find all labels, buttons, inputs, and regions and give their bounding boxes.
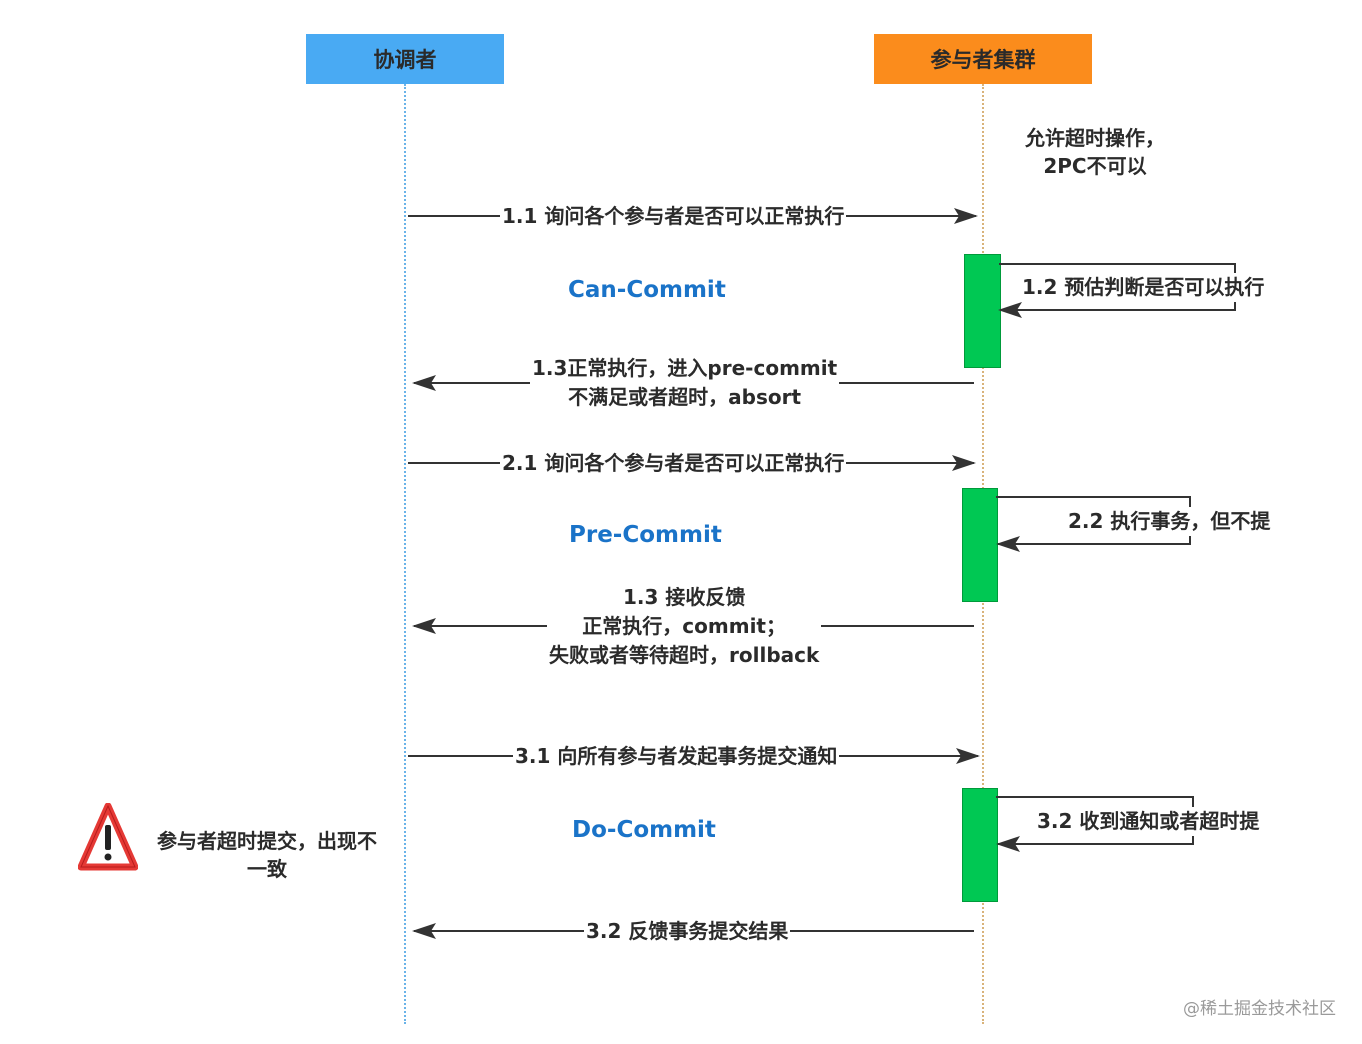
- message-2-3-label: 1.3 接收反馈 正常执行，commit； 失败或者等待超时，rollback: [547, 583, 822, 670]
- activation-bar-pre-commit: [962, 488, 998, 602]
- timeout-note-line-2: 2PC不可以: [1043, 154, 1147, 178]
- message-1-2-label: 1.2 预估判断是否可以执行: [1020, 273, 1267, 302]
- message-3-2-self-label: 3.2 收到通知或者超时提: [1035, 807, 1262, 836]
- phase-do-commit: Do-Commit: [572, 817, 716, 843]
- warning-text: 参与者超时提交，出现不 一致: [142, 827, 392, 883]
- participants-box: 参与者集群: [874, 34, 1092, 84]
- message-3-1-label: 3.1 向所有参与者发起事务提交通知: [513, 742, 840, 771]
- message-2-3-line-2: 正常执行，commit；: [582, 614, 786, 638]
- warning-text-line-1: 参与者超时提交，出现不: [157, 829, 377, 853]
- coordinator-label: 协调者: [373, 48, 437, 72]
- timeout-note: 允许超时操作， 2PC不可以: [1010, 124, 1180, 180]
- message-2-3-line-3: 失败或者等待超时，rollback: [549, 643, 820, 667]
- phase-pre-commit: Pre-Commit: [569, 522, 722, 548]
- warning-icon: [78, 803, 138, 871]
- warning-text-line-2: 一致: [247, 857, 287, 881]
- message-2-3-line-1: 1.3 接收反馈: [622, 585, 746, 609]
- phase-can-commit: Can-Commit: [568, 277, 726, 303]
- watermark: @稀土掘金技术社区: [1183, 999, 1336, 1019]
- message-1-3-line-2: 不满足或者超时，absort: [568, 385, 802, 409]
- timeout-note-line-1: 允许超时操作，: [1025, 126, 1165, 150]
- message-1-3-line-1: 1.3正常执行，进入pre-commit: [532, 356, 838, 380]
- coordinator-lifeline: [404, 84, 406, 1024]
- coordinator-box: 协调者: [306, 34, 504, 84]
- participants-label: 参与者集群: [930, 48, 1036, 72]
- message-2-1-label: 2.1 询问各个参与者是否可以正常执行: [500, 449, 847, 478]
- activation-bar-can-commit: [964, 254, 1001, 368]
- message-1-3-label: 1.3正常执行，进入pre-commit 不满足或者超时，absort: [530, 354, 840, 412]
- message-1-1-label: 1.1 询问各个参与者是否可以正常执行: [500, 202, 847, 231]
- message-2-2-label: 2.2 执行事务，但不提: [1066, 507, 1273, 536]
- message-3-2-label: 3.2 反馈事务提交结果: [584, 917, 791, 946]
